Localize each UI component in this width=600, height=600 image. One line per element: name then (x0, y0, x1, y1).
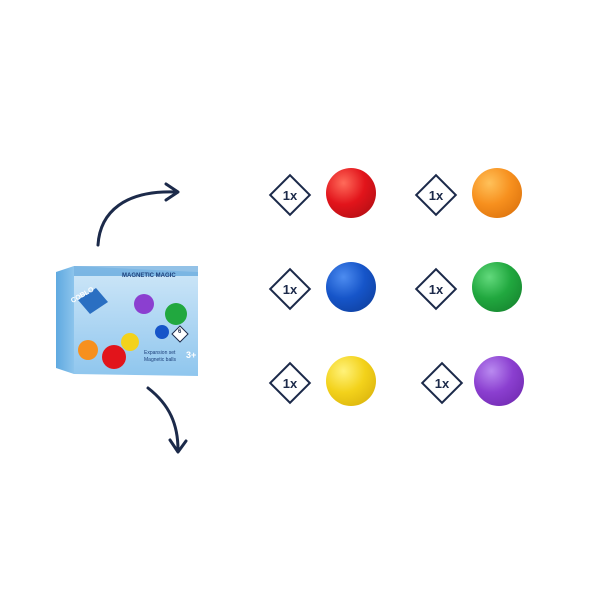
qty-label: 1x (428, 187, 444, 203)
ball-item-orange: 1x (414, 168, 534, 220)
product-box-image (56, 266, 198, 376)
box-age-badge: 3+ (186, 350, 197, 360)
ball-orange (472, 168, 522, 218)
qty-label: 1x (282, 281, 298, 297)
ball-yellow (326, 356, 376, 406)
qty-label: 1x (434, 375, 450, 391)
qty-label: 1x (428, 281, 444, 297)
ball-purple (474, 356, 524, 406)
box-subtitle-line1: Expansion set (144, 350, 176, 356)
ball-green (472, 262, 522, 312)
ball-item-yellow: 1x (268, 356, 388, 408)
box-subtitle-line2: Magnetic balls (144, 357, 176, 363)
arrow-down-head (168, 438, 188, 454)
arrow-up-right-head (164, 182, 180, 202)
product-box: COBLO MAGNETIC MAGIC 6 Expansion set Mag… (52, 262, 202, 380)
ball-item-green: 1x (414, 262, 534, 314)
ball-item-purple: 1x (420, 356, 540, 408)
ball-item-blue: 1x (268, 262, 388, 314)
ball-blue (326, 262, 376, 312)
box-title: MAGNETIC MAGIC (122, 273, 176, 279)
ball-red (326, 168, 376, 218)
qty-label: 1x (282, 187, 298, 203)
box-count-label: 6 (178, 329, 182, 335)
qty-label: 1x (282, 375, 298, 391)
ball-item-red: 1x (268, 168, 388, 220)
arrow-up-right-icon (96, 190, 178, 247)
arrow-down-icon (146, 386, 180, 452)
